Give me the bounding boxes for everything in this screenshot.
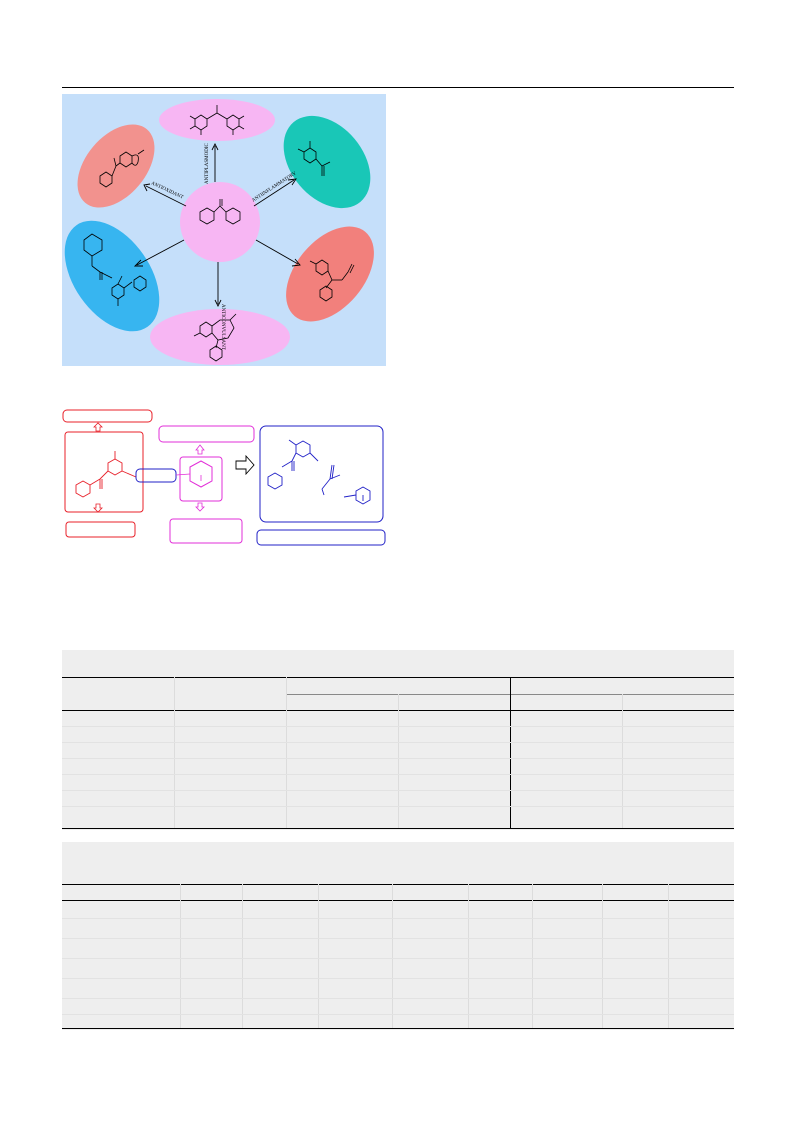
table-row — [62, 790, 734, 791]
blue-structure-box — [259, 425, 384, 523]
table-1 — [62, 650, 734, 830]
red-structure — [75, 451, 137, 498]
figure-1-drawing: ANTIPLASMODIC ANTIINFLAMMATORY ANTICONVU… — [64, 99, 374, 365]
implies-arrow — [235, 454, 255, 476]
table-1-group-divider — [510, 677, 511, 828]
center-circle — [180, 182, 260, 262]
panel-lower-right — [286, 226, 374, 322]
red-arrow-up — [93, 422, 103, 432]
red-label-box-top — [62, 409, 153, 423]
magenta-ring-box — [179, 456, 223, 502]
arrow-label-anticonvulsant: ANTICONVULSANT — [220, 304, 225, 350]
red-structure-box — [64, 431, 144, 513]
table-row — [62, 1014, 734, 1015]
blue-label-box — [256, 529, 386, 546]
magenta-arrow-up — [195, 444, 205, 455]
magenta-label-box-top — [158, 425, 255, 443]
table-row — [62, 806, 734, 807]
panel-upper-right — [283, 115, 371, 209]
panel-bottom — [150, 309, 290, 365]
table-1-bottom-rule — [62, 828, 734, 829]
table-row — [62, 774, 734, 775]
red-arrow-down — [93, 503, 103, 513]
table-2-header-rule — [62, 900, 734, 901]
table-2 — [62, 842, 734, 1030]
magenta-label-box-bottom — [169, 518, 243, 544]
table-2-top-rule — [62, 884, 734, 885]
molecule-structures — [83, 105, 355, 362]
figure-2-pharmacophore — [62, 409, 386, 546]
table-row — [62, 938, 734, 939]
arrows — [133, 142, 301, 308]
magenta-arrow-down — [195, 502, 205, 512]
arrow-label-antiinflammatory: ANTIINFLAMMATORY — [251, 171, 298, 204]
table-row — [62, 742, 734, 743]
table-2-bottom-rule — [62, 1028, 734, 1029]
blue-structure — [267, 439, 371, 505]
table-row — [62, 726, 734, 727]
red-label-box-bottom — [65, 521, 136, 538]
table-row — [62, 978, 734, 979]
linker-box — [135, 468, 177, 483]
table-1-top-rule — [62, 677, 734, 678]
table-row — [62, 958, 734, 959]
table-row — [62, 998, 734, 999]
table-row — [62, 758, 734, 759]
header-rule — [62, 87, 734, 88]
table-row — [62, 918, 734, 919]
panel-top — [159, 99, 275, 141]
magenta-ring — [189, 460, 213, 488]
panel-lower-left — [64, 220, 160, 332]
arrow-label-antiplasmodic: ANTIPLASMODIC — [205, 143, 210, 185]
figure-1-scheme: ANTIPLASMODIC ANTIINFLAMMATORY ANTICONVU… — [62, 94, 386, 366]
